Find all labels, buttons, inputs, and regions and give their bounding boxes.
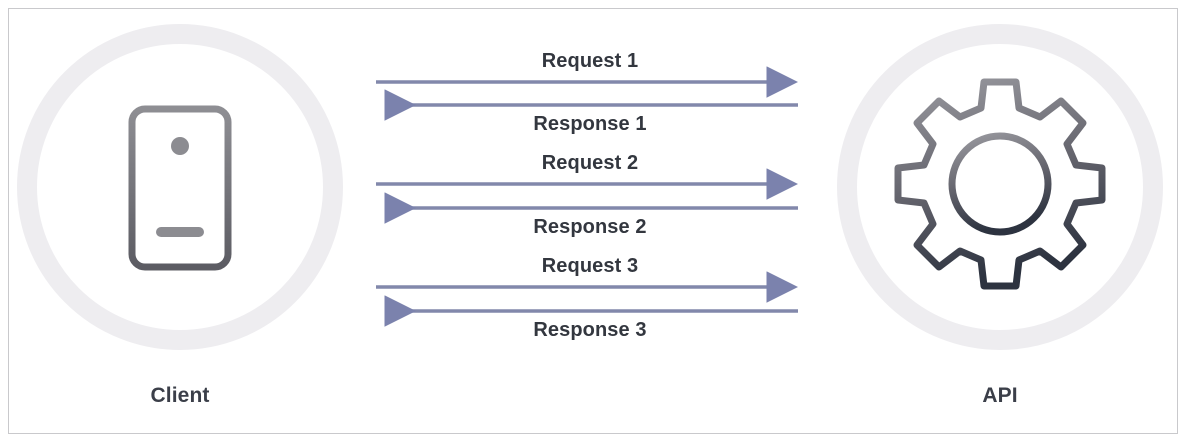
message-label-request-3: Request 3 (541, 255, 639, 277)
gear-icon (894, 78, 1106, 290)
node-client (17, 24, 343, 350)
api-graphic (837, 24, 1163, 350)
node-label-client: Client (150, 384, 210, 407)
message-label-request-2: Request 2 (541, 152, 639, 174)
message-label-response-3: Response 3 (533, 319, 647, 341)
arrows-layer (376, 66, 798, 327)
mobile-phone-icon (128, 105, 232, 271)
message-label-request-1: Request 1 (541, 50, 639, 72)
api-ring (837, 24, 1163, 350)
node-label-api: API (982, 384, 1018, 407)
message-label-response-2: Response 2 (533, 216, 647, 238)
message-label-response-1: Response 1 (533, 113, 647, 135)
client-graphic (17, 24, 343, 350)
client-ring (17, 24, 343, 350)
message-flow: Request 1 Response 1 Request 2 Response … (360, 20, 820, 360)
node-api (837, 24, 1163, 350)
